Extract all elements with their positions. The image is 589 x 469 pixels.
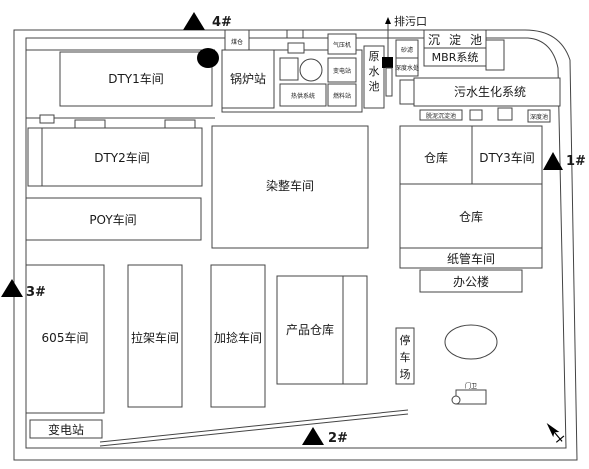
label-power: 变电站 (333, 67, 351, 75)
dty2-side-strip (27, 127, 43, 187)
label-mbr: MBR系统 (432, 51, 479, 64)
boiler-small-box-1 (286, 29, 304, 39)
label-gas: 气压机 (333, 41, 351, 49)
outlet-pipe-marker (382, 57, 393, 68)
inner-boundary (25, 37, 567, 449)
label-sed-1: 沉 (428, 33, 440, 47)
label-poy: POY车间 (89, 212, 136, 227)
building-poy (25, 197, 202, 241)
label-p2: 2# (328, 431, 348, 446)
building-dty2 (41, 127, 203, 187)
building-power (327, 57, 357, 83)
marker-p3-icon (1, 279, 23, 297)
boiler-small-box-3 (279, 57, 299, 81)
label-p3: 3# (26, 285, 46, 300)
label-lajia: 拉架车间 (131, 330, 179, 345)
label-dty1: DTY1车间 (108, 71, 164, 86)
label-product-warehouse: 产品仓库 (286, 322, 334, 337)
label-store1: 仓库 (424, 150, 448, 165)
site-boundary (13, 29, 578, 461)
chimney (197, 48, 219, 68)
label-coal: 煤仓 (231, 38, 243, 46)
label-office: 办公楼 (453, 274, 489, 289)
label-biochem: 污水生化系统 (454, 85, 526, 99)
label-park-3: 场 (400, 367, 411, 381)
label-ro: 深度水处 (395, 64, 419, 72)
label-jianian: 加捻车间 (214, 330, 262, 345)
dty1-annex-small-1 (39, 114, 55, 124)
sludge-small-2 (497, 107, 513, 121)
building-deep-small (527, 109, 551, 123)
label-outlet: 排污口 (394, 14, 427, 28)
label-p4: 4# (212, 15, 232, 30)
label-sed-2: 淀 (449, 33, 461, 47)
marker-p1-icon (543, 152, 563, 170)
label-store2: 仓库 (459, 209, 483, 224)
label-p1: 1# (566, 154, 586, 169)
building-biochem (413, 77, 561, 107)
building-heat (279, 83, 327, 107)
label-filter: 砂滤 (401, 46, 413, 54)
boiler-small-box-2 (287, 42, 305, 54)
sludge-small-1 (469, 109, 483, 121)
building-product-warehouse (276, 275, 368, 385)
building-raw-water-pool (363, 45, 385, 109)
label-pump: 燃料站 (333, 92, 351, 100)
boiler-tank (299, 58, 323, 82)
fountain (444, 324, 498, 360)
dty1-annex-small-3 (164, 119, 196, 129)
label-deep-small: 深度池 (530, 113, 548, 121)
building-605 (25, 264, 105, 414)
outlet-strip (385, 67, 393, 97)
road-line-bottom (99, 409, 409, 443)
label-sludge: 脱泥沉淀池 (426, 112, 456, 120)
marker-p4-icon (183, 12, 205, 30)
label-dty3: DTY3车间 (479, 150, 535, 165)
building-store1 (399, 125, 473, 185)
building-dyeing (211, 125, 369, 249)
label-raw-3: 池 (369, 80, 380, 93)
label-heat: 热供系统 (291, 92, 315, 100)
label-dyeing: 染整车间 (266, 178, 314, 193)
gate-post (451, 395, 461, 405)
building-paper-tube (399, 247, 543, 269)
label-guard: 门卫 (465, 382, 477, 390)
north-arrow-icon (546, 423, 565, 443)
road-line-bottom-2 (99, 413, 409, 447)
building-boiler (221, 49, 275, 109)
building-gas (327, 33, 357, 55)
label-raw-2: 水 (369, 65, 380, 78)
marker-p2-icon (302, 427, 324, 445)
label-dty2: DTY2车间 (94, 150, 150, 165)
dty1-annex-small-2 (74, 119, 106, 129)
building-pump (327, 83, 357, 107)
building-ro (395, 57, 419, 77)
label-raw-1: 原 (369, 50, 380, 63)
building-sludge (419, 109, 463, 121)
water-side-box (485, 39, 505, 71)
label-park-2: 车 (400, 350, 411, 364)
building-guard (455, 389, 487, 405)
biochem-left-strip (399, 79, 415, 105)
building-jianian (210, 264, 266, 408)
building-lajia (127, 264, 183, 408)
label-park-1: 停 (400, 333, 411, 347)
label-sed-3: 池 (470, 33, 482, 47)
label-boiler: 锅炉站 (230, 71, 266, 86)
label-substation: 变电站 (48, 422, 84, 437)
building-dty1 (59, 51, 213, 107)
building-parking (395, 327, 415, 385)
label-605: 605车间 (42, 330, 89, 345)
building-office (419, 269, 523, 293)
building-store2 (399, 183, 543, 249)
label-paper-tube: 纸管车间 (447, 251, 495, 266)
building-substation (29, 419, 103, 439)
outlet-arrow (385, 17, 391, 24)
building-dty3 (471, 125, 543, 185)
